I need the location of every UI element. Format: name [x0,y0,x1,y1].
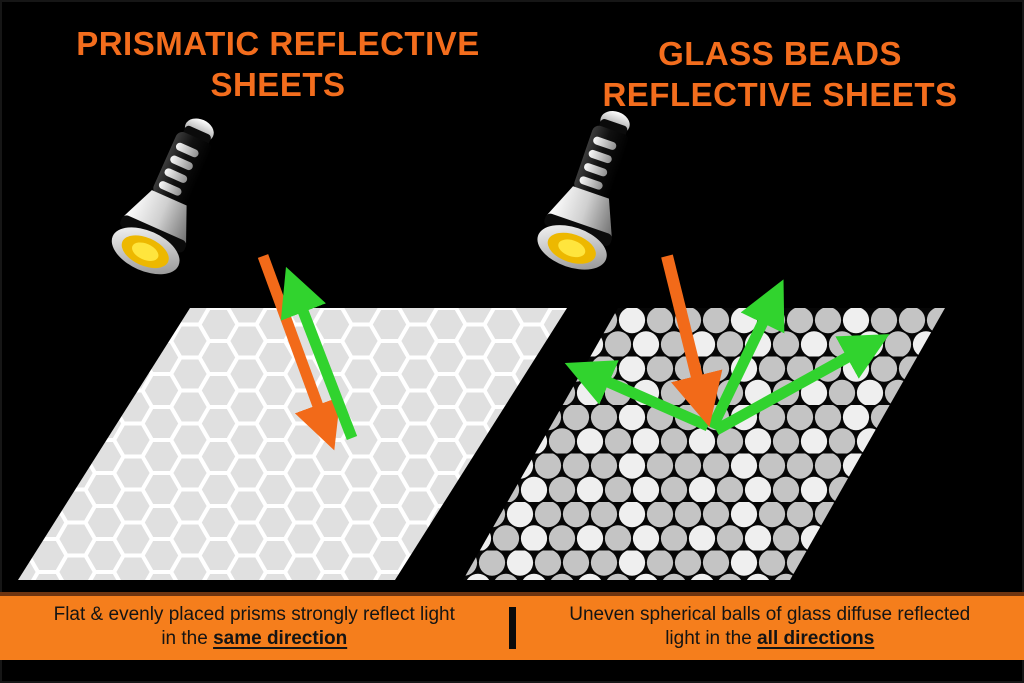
flashlight-icon [531,100,653,278]
incident-light-arrow [257,254,341,451]
prismatic-sheet [18,308,567,580]
left-caption-emphasis: same direction [213,628,348,649]
flashlight-icon [104,105,237,284]
right-caption-emphasis: all directions [757,628,875,649]
right-caption: Uneven spherical balls of glass diffuse … [516,596,1024,660]
right-caption-line2-prefix: light in the [665,628,758,649]
right-caption-line1: Uneven spherical balls of glass diffuse … [569,604,971,626]
left-caption-line1: Flat & evenly placed prisms strongly ref… [53,604,455,626]
caption-banner: Flat & evenly placed prisms strongly ref… [0,592,1024,660]
caption-divider [508,607,516,649]
right-panel-title: GLASS BEADS REFLECTIVE SHEETS [602,35,958,113]
reflected-light-arrow [280,266,358,440]
incident-light-arrow [661,254,723,428]
left-caption: Flat & evenly placed prisms strongly ref… [0,596,509,660]
left-panel-title: PRISMATIC REFLECTIVE SHEETS [76,25,480,103]
left-caption-line2-prefix: in the [161,628,214,649]
reflected-light-arrow-right [713,334,890,435]
diffuse-reflection-arrows [564,254,890,435]
same-direction-arrows [257,254,358,451]
